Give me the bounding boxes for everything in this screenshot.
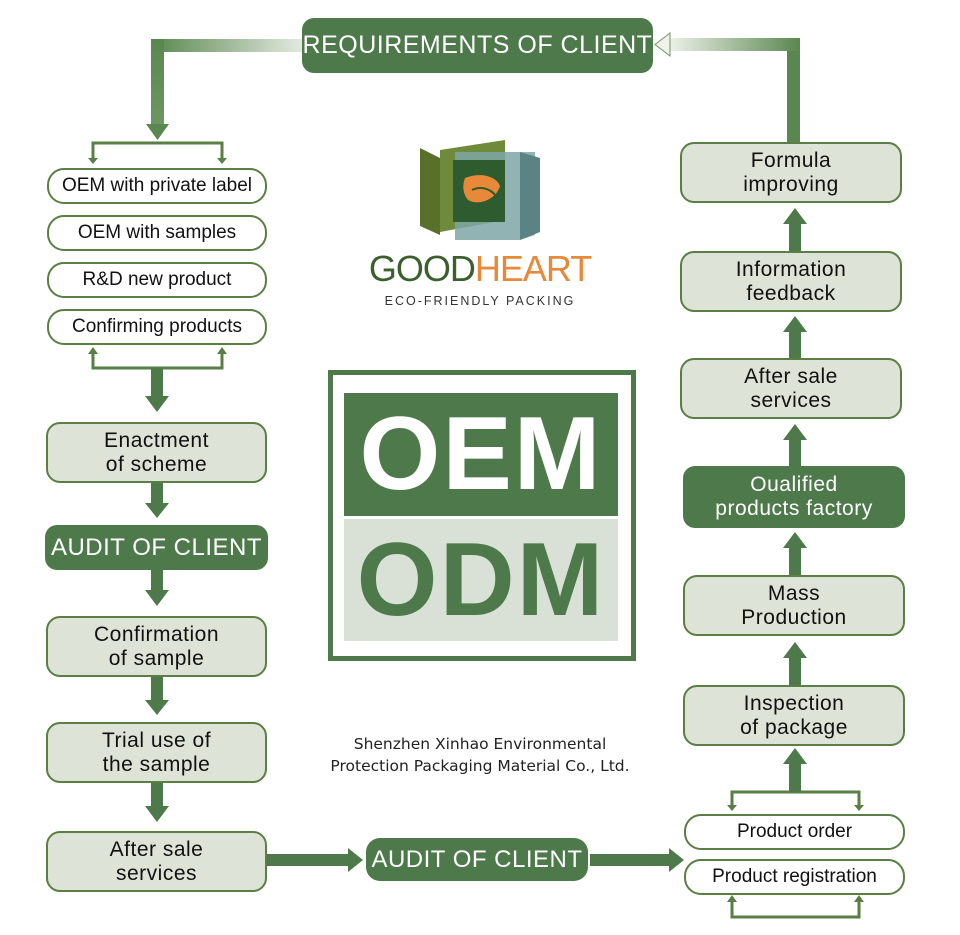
option-label: Product registration xyxy=(712,866,877,887)
step-inspection-of-package: Inspection of package xyxy=(683,685,905,746)
step-label: Formula improving xyxy=(743,148,839,196)
step-trial-use-of-sample: Trial use of the sample xyxy=(46,722,267,783)
step-qualified-products-factory: Oualified products factory xyxy=(683,466,905,528)
bracket-left-top xyxy=(91,141,224,160)
oem-label-box: OEM xyxy=(344,393,618,516)
option-oem-samples: OEM with samples xyxy=(47,215,267,251)
step-label: Oualified products factory xyxy=(715,473,873,520)
step-label: Enactment of scheme xyxy=(104,428,209,476)
company-name: Shenzhen Xinhao Environmental Protection… xyxy=(330,735,630,775)
bracket-right-top xyxy=(730,790,861,808)
oem-label: OEM xyxy=(359,396,603,512)
arrow-title-to-options xyxy=(146,39,304,140)
step-after-sale-services-left: After sale services xyxy=(46,831,267,892)
option-product-registration: Product registration xyxy=(684,859,905,895)
step-audit-of-client-left: AUDIT OF CLIENT xyxy=(45,525,268,570)
step-label: After sale services xyxy=(744,364,838,412)
bracket-right-bottom xyxy=(730,900,861,919)
option-oem-private-label: OEM with private label xyxy=(47,168,267,204)
requirements-of-client-box: REQUIREMENTS OF CLIENT xyxy=(302,18,653,73)
step-label: Mass Production xyxy=(741,581,847,629)
left-down-arrows xyxy=(145,368,169,822)
option-label: Confirming products xyxy=(71,316,243,337)
step-after-sale-services-right: After sale services xyxy=(680,358,902,419)
step-label: After sale services xyxy=(109,837,204,885)
option-label: Product order xyxy=(736,821,853,842)
option-confirming-products: Confirming products xyxy=(47,309,267,345)
odm-label-box: ODM xyxy=(344,519,618,641)
step-label: AUDIT OF CLIENT xyxy=(50,533,263,561)
brand-name: GOODHEART xyxy=(360,248,600,290)
step-audit-of-client-bottom: AUDIT OF CLIENT xyxy=(366,838,588,881)
arrow-formula-to-title xyxy=(654,31,800,142)
odm-label: ODM xyxy=(356,521,606,638)
step-enactment-of-scheme: Enactment of scheme xyxy=(46,422,267,483)
option-rd-new-product: R&D new product xyxy=(47,262,267,298)
requirements-of-client-label: REQUIREMENTS OF CLIENT xyxy=(302,31,653,59)
step-label: Information feedback xyxy=(735,257,847,305)
step-information-feedback: Information feedback xyxy=(680,251,902,312)
step-mass-production: Mass Production xyxy=(683,575,905,636)
brand-name-heart: HEART xyxy=(474,248,592,289)
step-label: Trial use of the sample xyxy=(101,728,212,776)
option-product-order: Product order xyxy=(684,814,905,850)
step-formula-improving: Formula improving xyxy=(680,142,902,203)
step-label: AUDIT OF CLIENT xyxy=(371,845,583,873)
step-label: Confirmation of sample xyxy=(93,622,220,670)
bracket-left-bottom xyxy=(91,352,224,370)
bottom-right-arrows xyxy=(267,848,684,872)
step-confirmation-of-sample: Confirmation of sample xyxy=(46,616,267,677)
step-label: Inspection of package xyxy=(740,691,848,739)
option-label: R&D new product xyxy=(82,269,232,290)
brand-tagline: ECO-FRIENDLY PACKING xyxy=(384,294,576,308)
goodheart-logo-mark xyxy=(420,140,540,240)
option-label: OEM with private label xyxy=(61,175,253,196)
right-up-arrows xyxy=(783,208,807,792)
brand-name-good: GOOD xyxy=(368,248,476,289)
option-label: OEM with samples xyxy=(77,222,237,243)
